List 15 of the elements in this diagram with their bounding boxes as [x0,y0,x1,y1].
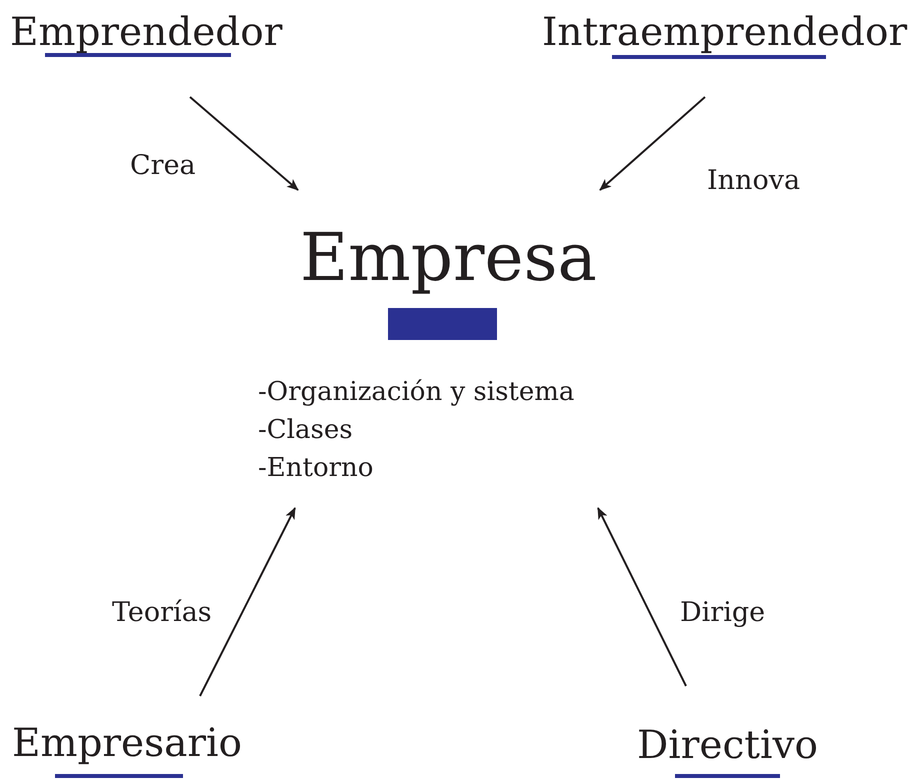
role-name: Empresario [12,724,242,763]
edge-label: Dirige [680,597,766,628]
edge-label: Teorías [112,597,212,628]
edge-label: Crea [130,150,196,181]
arrow [199,507,296,696]
arrow [597,507,687,686]
arrow [599,96,706,191]
list-item: -Entorno [258,452,374,485]
list-item: -Organización y sistema [258,376,574,409]
role-name: Intraemprendedor [542,13,908,52]
role-name: Directivo [637,726,818,765]
list-item: -Clases [258,414,353,447]
role-name: Emprendedor [10,13,282,52]
arrow [189,96,299,191]
edge-label: Innova [707,165,800,196]
